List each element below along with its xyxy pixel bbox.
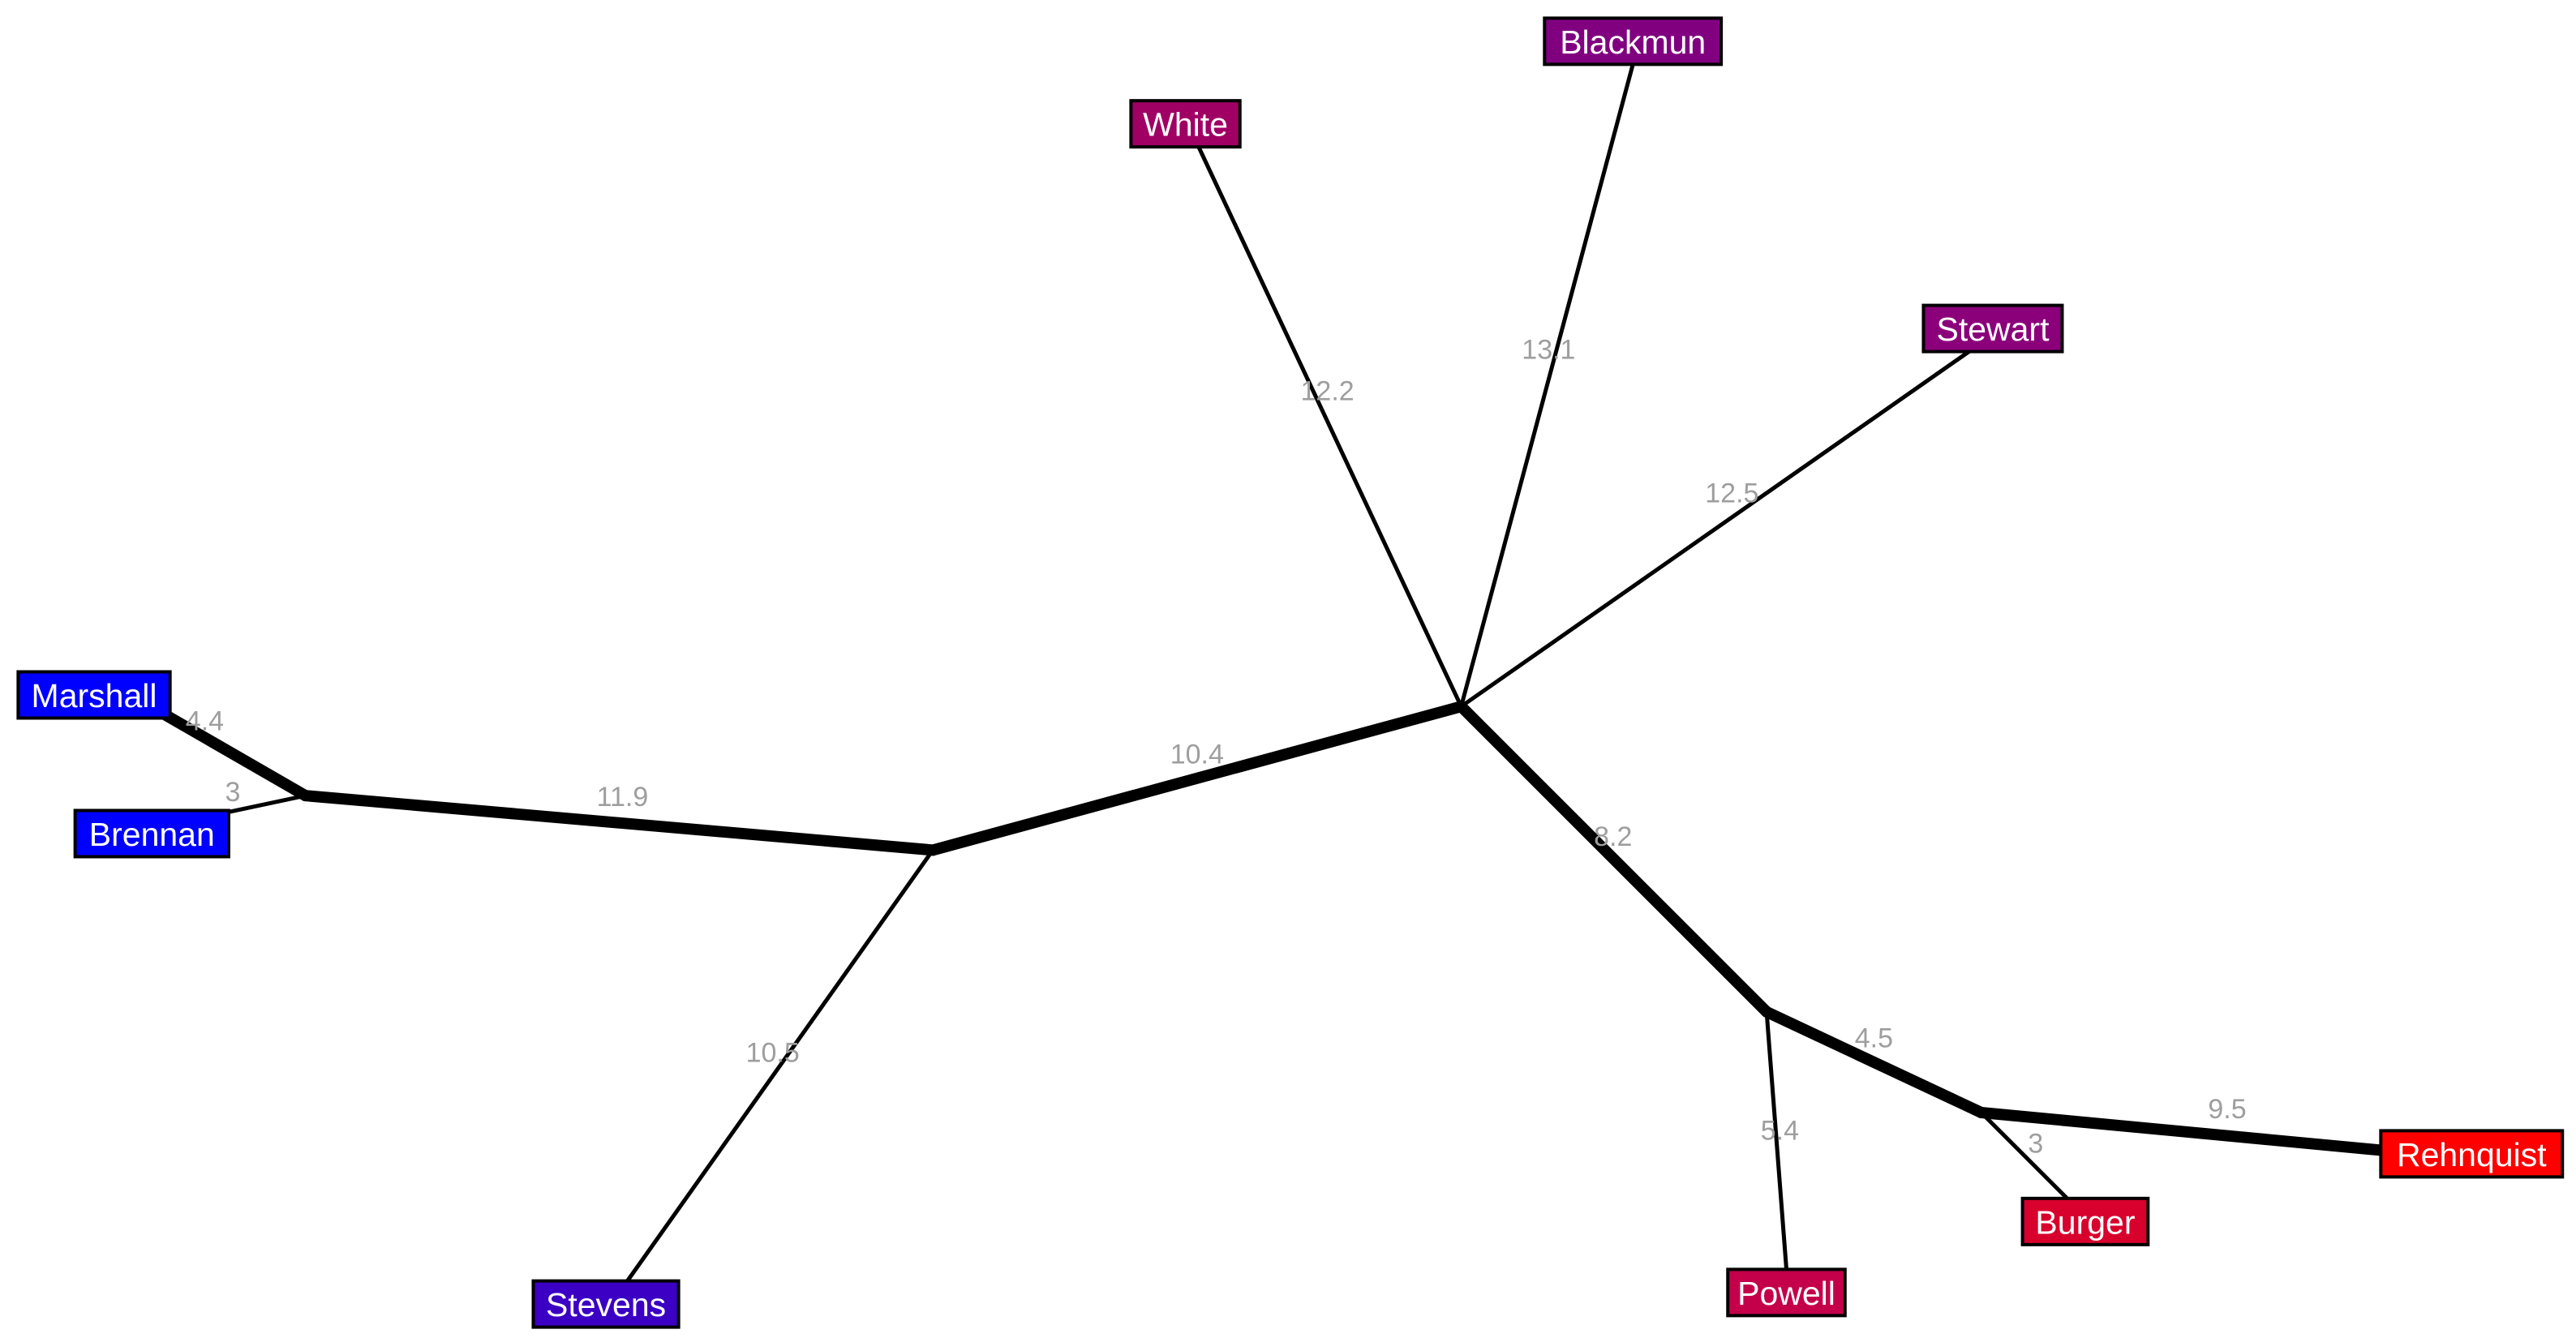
edge-j3-white <box>1196 144 1464 709</box>
node-label-burger: Burger <box>2035 1203 2135 1241</box>
edge-j2-stevens <box>625 847 935 1284</box>
node-brennan: Brennan <box>73 808 230 859</box>
node-box-brennan <box>73 808 230 859</box>
node-label-stevens: Stevens <box>546 1286 666 1323</box>
node-stevens: Stevens <box>531 1279 680 1329</box>
node-burger: Burger <box>2020 1196 2150 1246</box>
node-marshall: Marshall <box>16 670 172 720</box>
node-white: White <box>1129 99 1242 149</box>
node-box-stevens <box>531 1279 680 1329</box>
edge-labels-layer: 4.4 3 11.9 10.5 10.4 12.2 13.1 12.5 8.2 5.4 4.5 3 9.… <box>186 335 2247 1160</box>
node-label-marshall: Marshall <box>32 677 157 714</box>
node-label-rehnquist: Rehnquist <box>2397 1136 2547 1173</box>
edge-j3-stewart <box>1459 348 1974 709</box>
edge-brennan-j1 <box>225 793 308 815</box>
node-powell: Powell <box>1726 1267 1847 1318</box>
edge-weight-label-j2-stevens: 10.5 <box>746 1038 800 1069</box>
edge-weight-label-j3-white: 12.2 <box>1301 375 1355 406</box>
edge-weight-label-j5-burger: 3 <box>2028 1129 2043 1160</box>
edge-j4-powell <box>1764 1010 1789 1272</box>
edge-weight-label-marshall-j1: 4.4 <box>186 706 224 737</box>
edge-j3-blackmun <box>1459 62 1635 709</box>
edge-weight-label-j2-j3: 10.4 <box>1170 739 1224 770</box>
node-label-powell: Powell <box>1737 1275 1835 1312</box>
edge-weight-label-j3-stewart: 12.5 <box>1705 478 1758 509</box>
edge-marshall-j1 <box>159 709 311 802</box>
node-blackmun: Blackmun <box>1543 16 1724 66</box>
edge-weight-label-j4-j5: 4.5 <box>1855 1023 1893 1053</box>
node-box-stewart <box>1921 303 2064 354</box>
edge-weight-label-j5-rehnquist: 9.5 <box>2208 1094 2246 1125</box>
edge-weight-label-j3-blackmun: 13.1 <box>1522 335 1575 366</box>
edge-j2-j3 <box>927 701 1467 856</box>
node-box-powell <box>1726 1267 1847 1318</box>
node-rehnquist: Rehnquist <box>2379 1129 2565 1179</box>
node-label-blackmun: Blackmun <box>1560 24 1706 61</box>
edge-weight-label-j1-j2: 11.9 <box>597 782 649 813</box>
edge-j3-j4 <box>1455 701 1773 1018</box>
edge-j5-rehnquist <box>1975 1106 2390 1156</box>
node-label-white: White <box>1143 106 1228 144</box>
node-label-brennan: Brennan <box>89 816 215 853</box>
node-box-marshall <box>16 670 172 720</box>
edge-j1-j2 <box>299 790 939 856</box>
node-box-blackmun <box>1543 16 1724 66</box>
node-box-rehnquist <box>2379 1129 2565 1179</box>
node-stewart: Stewart <box>1921 303 2064 354</box>
edge-weight-label-j4-powell: 5.4 <box>1761 1115 1799 1146</box>
edge-j5-burger <box>1979 1110 2072 1203</box>
node-box-white <box>1129 99 1242 149</box>
edge-weight-label-j3-j4: 8.2 <box>1594 821 1632 852</box>
node-box-burger <box>2020 1196 2150 1246</box>
node-label-stewart: Stewart <box>1936 311 2050 348</box>
edge-j4-j5 <box>1761 1006 1987 1118</box>
edge-weight-label-brennan-j1: 3 <box>225 777 241 808</box>
edges-layer <box>159 62 2390 1284</box>
